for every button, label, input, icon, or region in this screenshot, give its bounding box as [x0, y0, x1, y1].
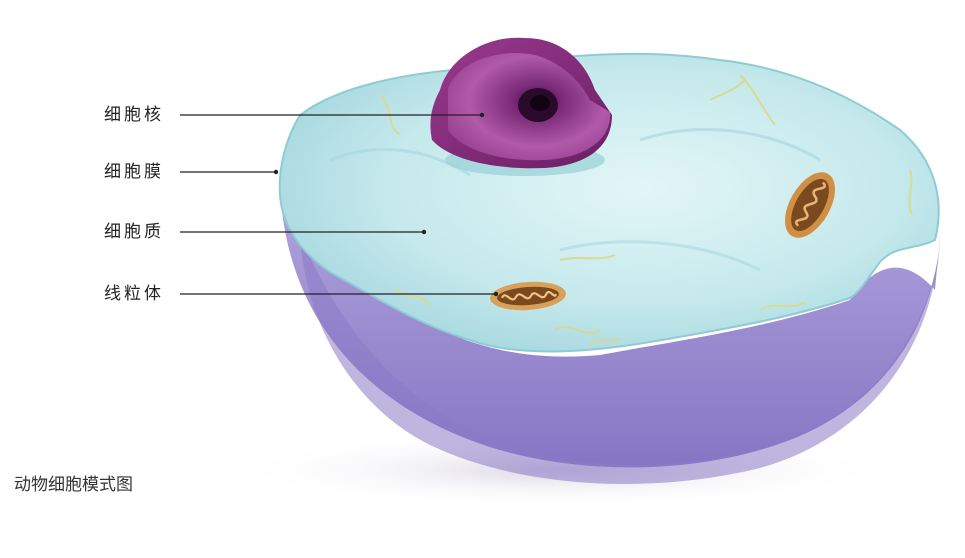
leader-lines [180, 114, 496, 295]
cell-body-side [280, 175, 940, 468]
label-nucleus: 细胞核 [104, 105, 164, 125]
mitochondrion-right [785, 172, 835, 238]
surface-ripple [559, 240, 761, 272]
label-cytoplasm: 细胞质 [104, 222, 164, 242]
nucleus [430, 37, 612, 176]
surface-ripple [639, 128, 821, 162]
mitochondrion-lower [490, 281, 566, 311]
cytoskeleton-fibers [379, 74, 913, 346]
leader-dots [273, 112, 499, 297]
label-membrane: 细胞膜 [104, 162, 164, 182]
figure-caption: 动物细胞模式图 [14, 475, 133, 495]
label-mitochondrion: 线粒体 [104, 284, 164, 304]
